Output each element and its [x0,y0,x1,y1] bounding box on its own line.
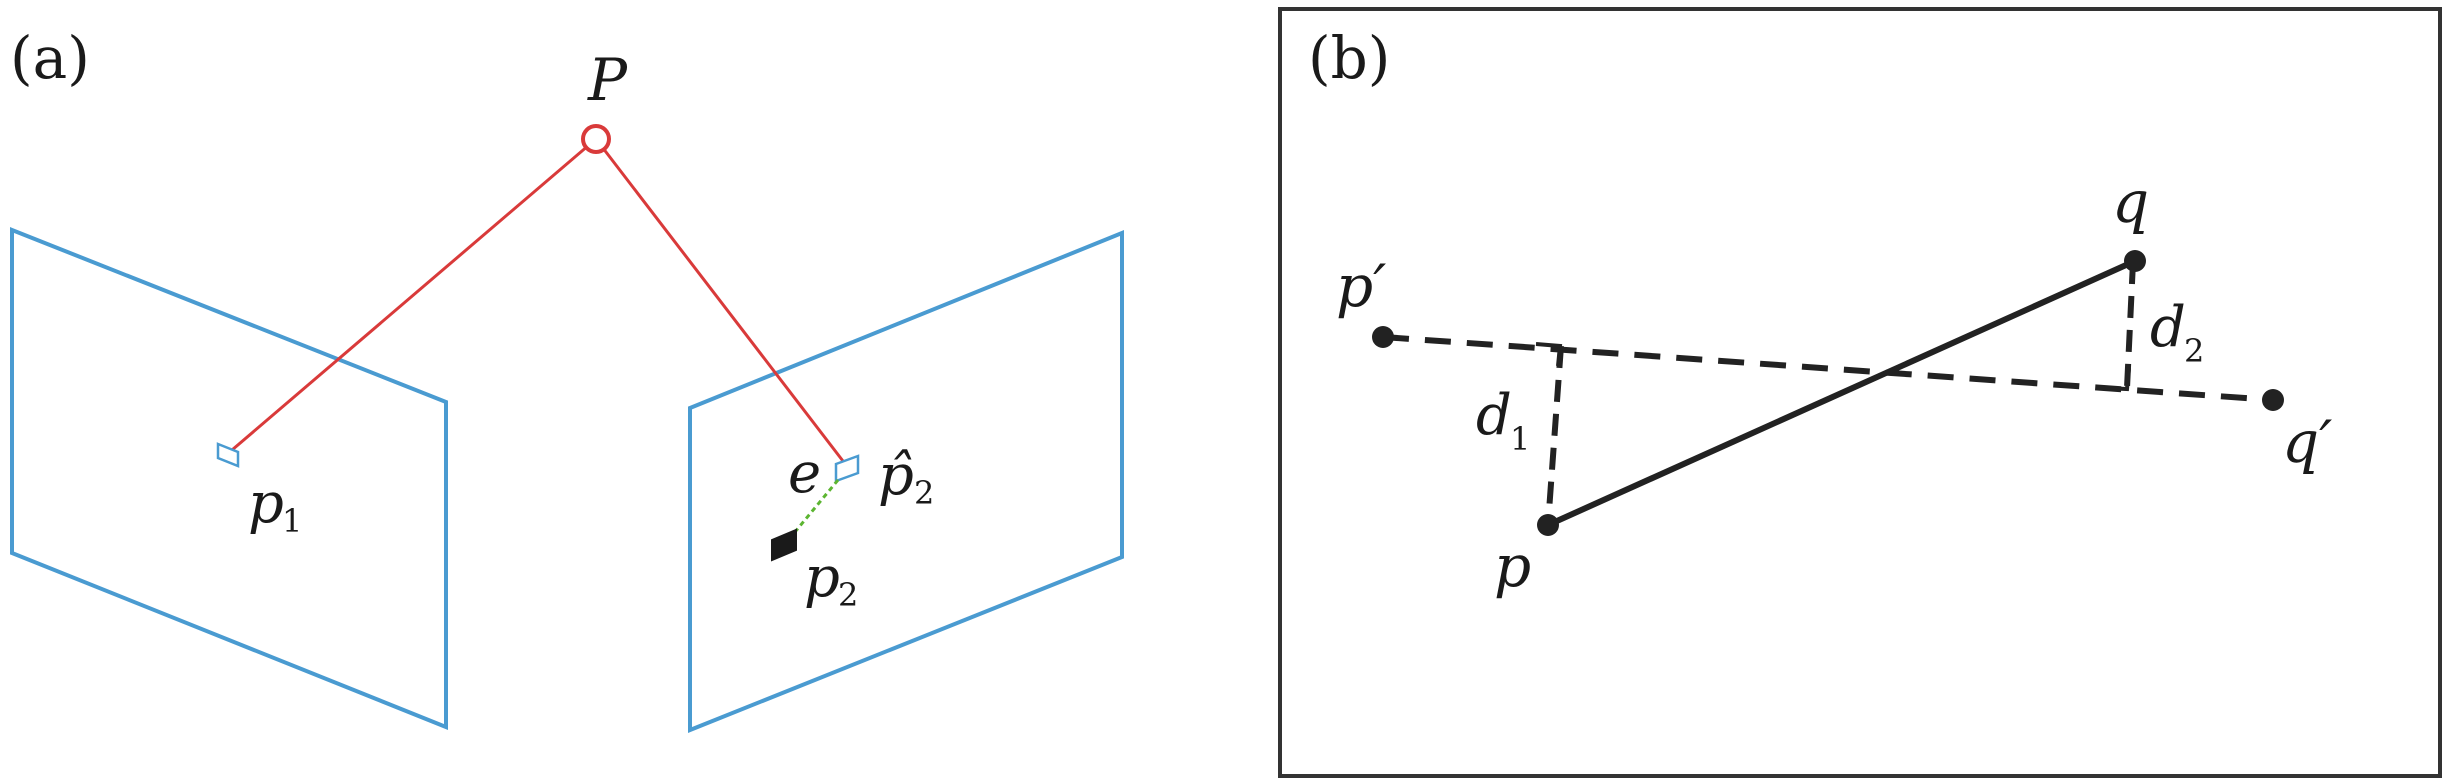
solid-line-pq [1546,258,2137,528]
world-point-marker [581,124,611,154]
distance-d1 [1545,345,1564,526]
p1-marker [216,442,240,468]
panel-b-label: (b) [1308,24,1390,92]
right-angle-d2 [2103,367,2131,392]
p1-label: p [248,471,284,536]
p2-marker [771,528,797,562]
q-label: q [2112,168,2149,236]
world-point-label: P [587,46,628,114]
ray-left [231,137,597,452]
distance-d2 [2124,261,2136,389]
p2-label: p [804,545,840,610]
d1-subscript: 1 [1510,420,1530,458]
p2hat-marker [834,454,860,483]
d2-subscript: 2 [2184,332,2204,370]
d2-label: d [2150,295,2186,360]
p-prime-label: p′ [1336,252,1386,320]
p2hat-subscript: 2 [914,474,934,512]
panel-b-frame [1278,7,2442,778]
p-label: p [1494,532,1531,600]
ray-right [594,138,848,466]
dashed-line-pq-prime [1382,334,2274,403]
point-p [1537,514,1559,536]
panel-a-label: (a) [10,24,90,92]
right-image-plane [688,230,1124,733]
p2-subscript: 2 [838,576,858,614]
e-label: e [788,441,821,506]
panel-a: (a) P p 1 e p̂ 2 p 2 [10,24,1124,733]
left-image-plane [10,227,448,730]
p1-subscript: 1 [282,502,302,540]
point-q-prime [2262,389,2284,411]
panel-b: (b) p′ q′ p q d 1 d 2 [1278,7,2442,778]
reprojection-error-line [788,479,840,539]
right-angle-d1 [1535,342,1563,367]
d1-label: d [1476,383,1512,448]
q-prime-label: q′ [2282,408,2332,476]
point-q [2124,250,2146,272]
point-p-prime [1372,326,1394,348]
p2hat-label: p̂ [878,443,914,508]
